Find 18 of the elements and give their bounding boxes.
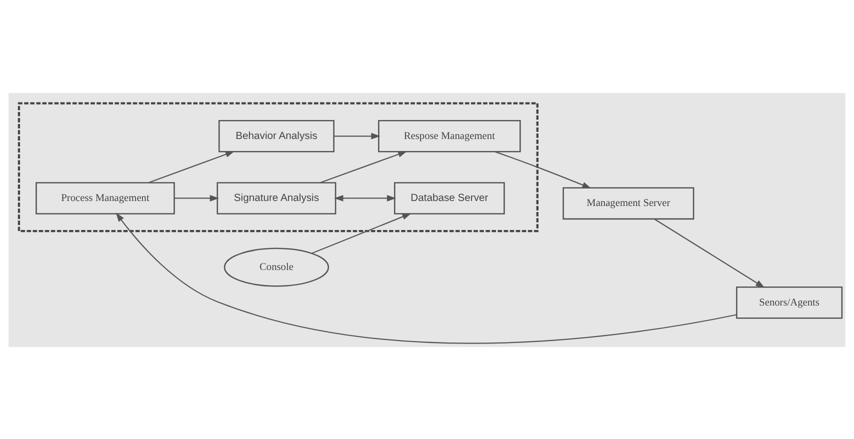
- node-box: Respose Management: [378, 119, 521, 152]
- arrow: [334, 132, 380, 139]
- arrow: [174, 194, 220, 201]
- node-box: Database Server: [394, 182, 505, 214]
- cluster: [18, 102, 538, 232]
- arrow: [494, 150, 592, 188]
- node-box: Signature Analysis: [216, 182, 336, 214]
- node-box: Management Server: [562, 186, 694, 220]
- arrow: [148, 150, 235, 183]
- arrow: [334, 194, 396, 201]
- arrow: [312, 212, 412, 254]
- node-box: Senors/Agents: [736, 286, 843, 318]
- arrow: [320, 150, 408, 183]
- node-box: Process Management: [36, 182, 175, 214]
- node-box: Behavior Analysis: [218, 119, 334, 152]
- arrow: [116, 212, 737, 344]
- arrow: [654, 218, 765, 288]
- node-ellipse: Console: [224, 247, 330, 286]
